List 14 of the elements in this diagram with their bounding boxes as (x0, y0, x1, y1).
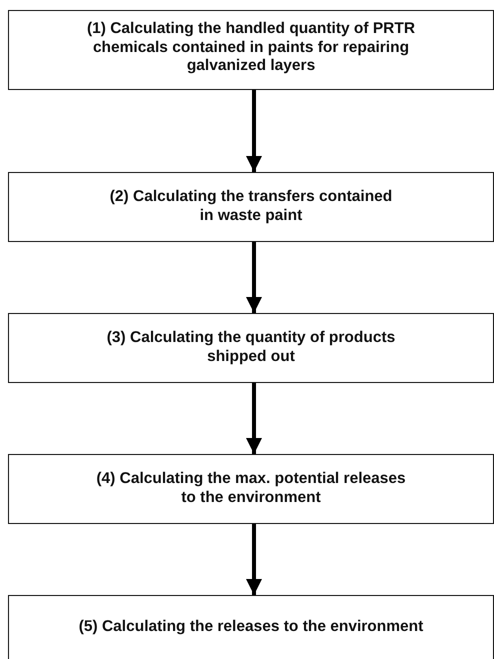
arrow (246, 524, 262, 595)
process-box (8, 172, 494, 242)
process-box (8, 313, 494, 383)
step-text: (4) Calculating the max. potential releases to the environment (95, 470, 407, 508)
step-text: (2) Calculating the transfers contained in waste paint (109, 188, 393, 226)
step-text: (3) Calculating the quantity of products shipped out (106, 329, 396, 367)
process-box (8, 10, 494, 90)
process-box (8, 454, 494, 524)
process-box (8, 595, 494, 659)
arrow (246, 242, 262, 313)
step-text: (5) Calculating the releases to the environment (78, 618, 424, 636)
step-text: (1) Calculating the handled quantity of PRTR chemicals contained in paints for repairing galvanized layers (86, 20, 416, 76)
arrow (246, 90, 262, 172)
arrow (246, 383, 262, 454)
